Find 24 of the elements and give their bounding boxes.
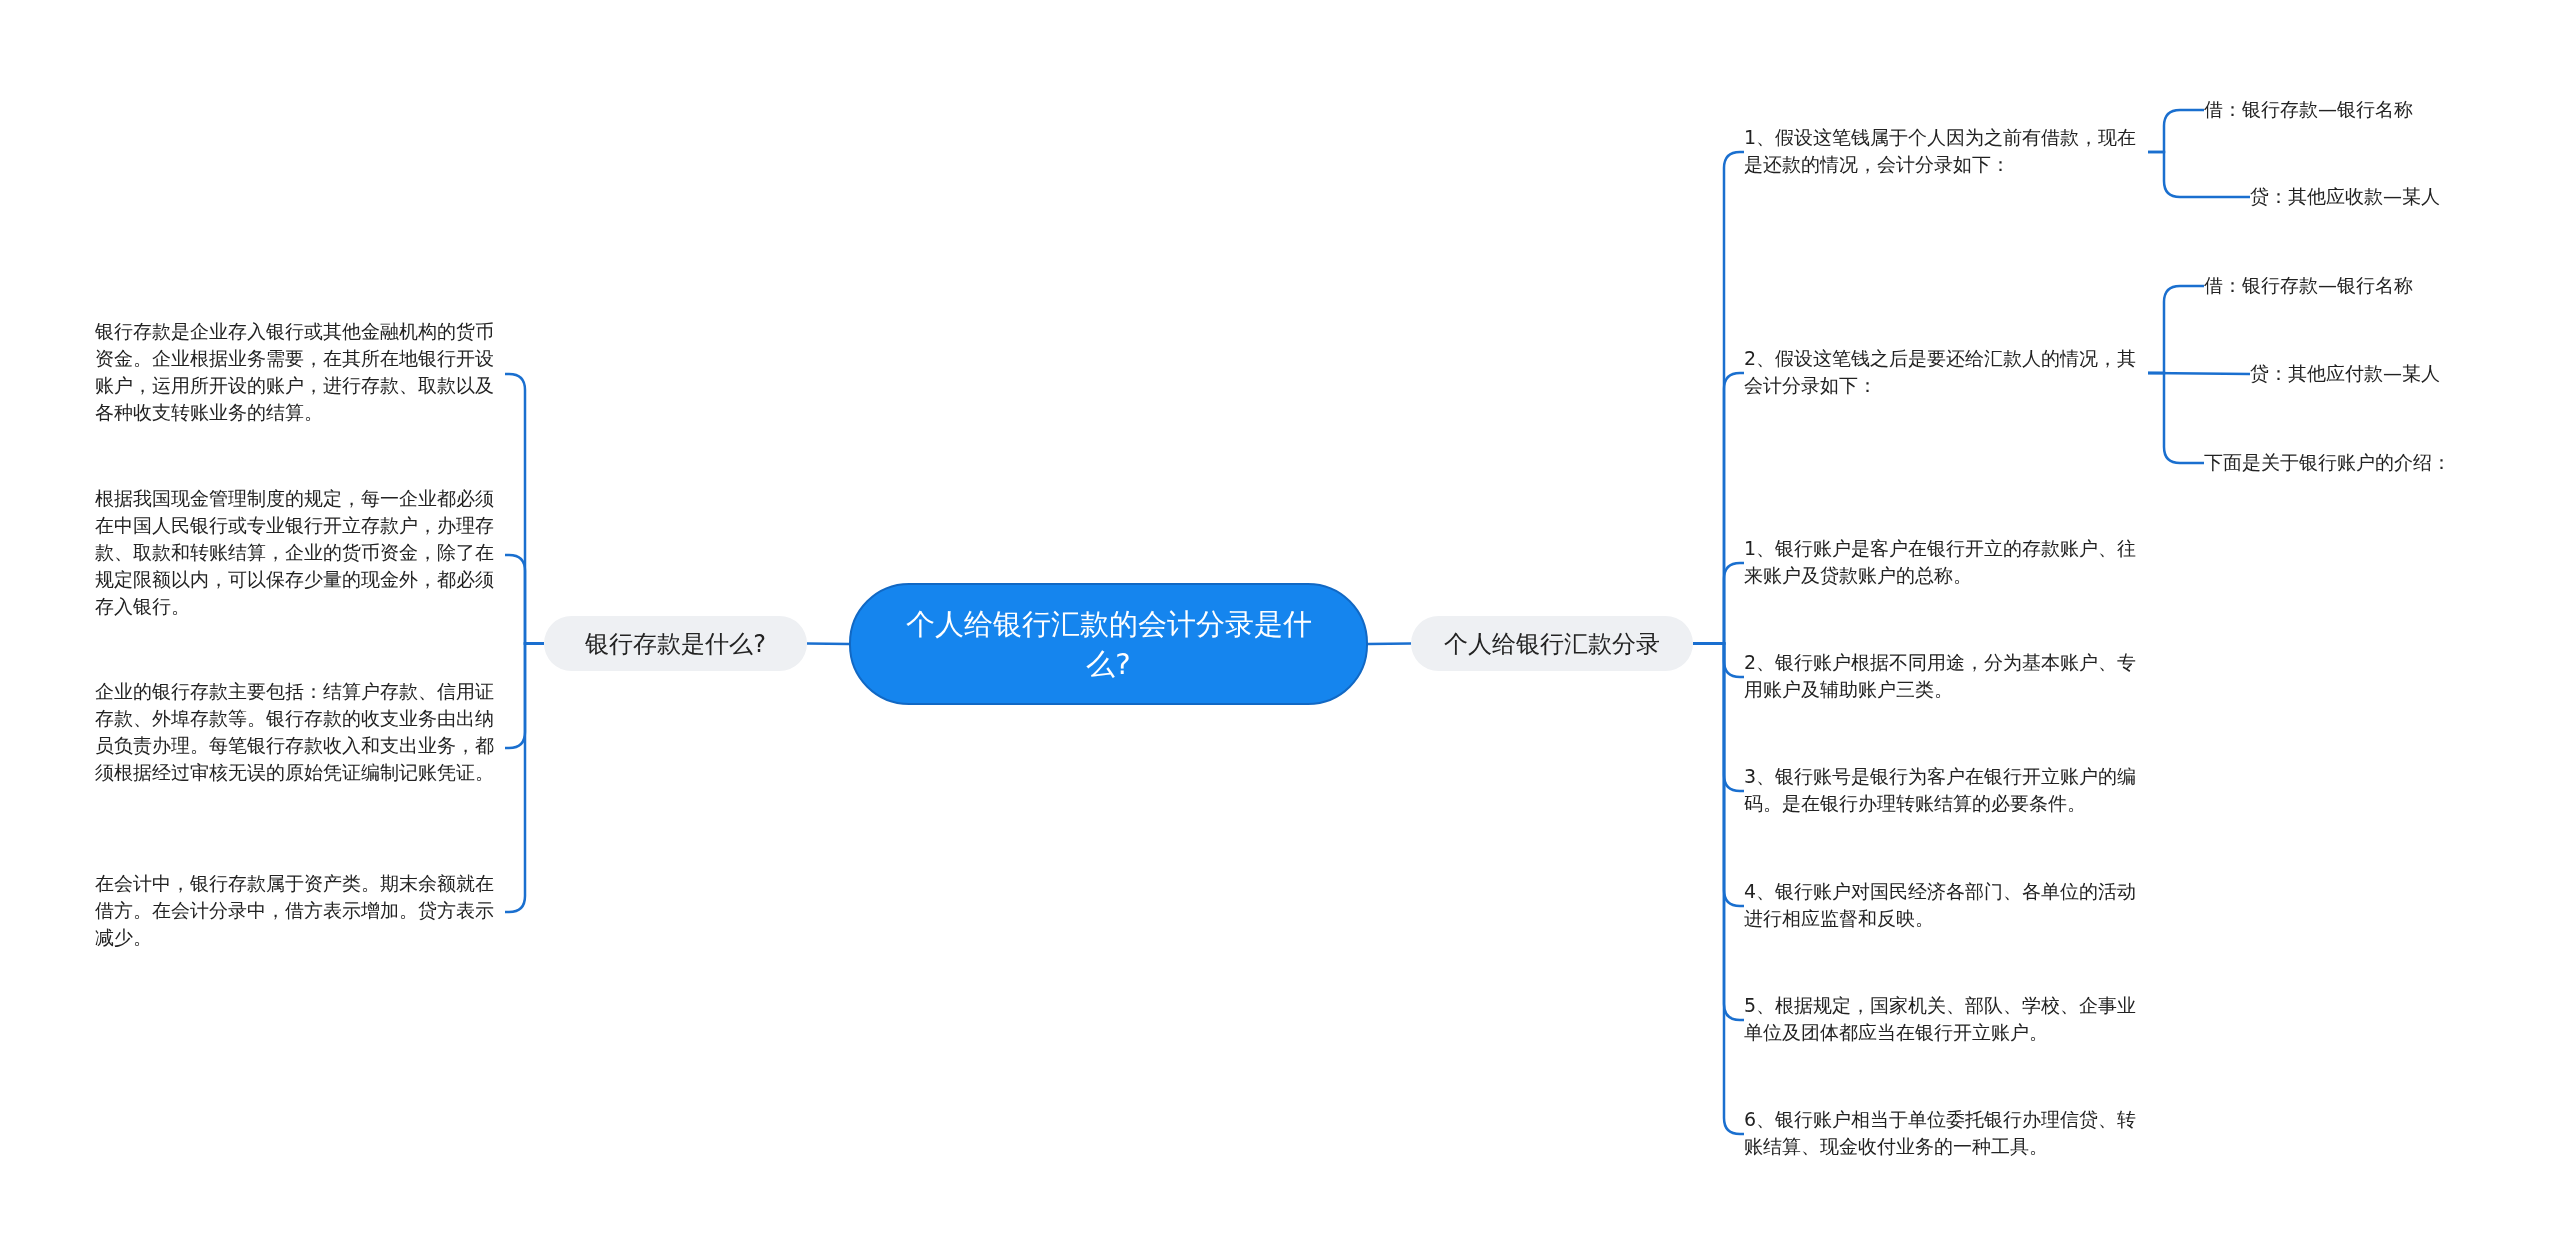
subtopic-text: 根据我国现金管理制度的规定，每一企业都必须在中国人民银行或专业银行开立存款户，办理存款、取款和转账结算，企业的货币资金，除了在规定限额以内，可以保存少量的现金外，都必须存入银行。 bbox=[95, 485, 505, 625]
subtopic-text: 在会计中，银行存款属于资产类。期末余额就在借方。在会计分录中，借方表示增加。贷方表示减少。 bbox=[95, 870, 505, 954]
topic-box: 银行存款是什么? bbox=[544, 616, 807, 671]
connector-line bbox=[1368, 642, 1411, 646]
subtopic-text: 3、银行账号是银行为客户在银行开立账户的编码。是在银行办理转账结算的必要条件。 bbox=[1744, 763, 2148, 819]
central-topic-box: 个人给银行汇款的会计分录是什么? bbox=[849, 583, 1368, 705]
subtopic-text: 1、假设这笔钱属于个人因为之前有借款，现在是还款的情况，会计分录如下： bbox=[1744, 124, 2148, 180]
subtopic-text: 5、根据规定，国家机关、部队、学校、企事业单位及团体都应当在银行开立账户。 bbox=[1744, 992, 2148, 1048]
subtopic-text: 2、银行账户根据不同用途，分为基本账户、专用账户及辅助账户三类。 bbox=[1744, 649, 2148, 705]
subtopic-text: 6、银行账户相当于单位委托银行办理信贷、转账结算、现金收付业务的一种工具。 bbox=[1744, 1106, 2148, 1162]
subtopic-text: 企业的银行存款主要包括：结算户存款、信用证存款、外埠存款等。银行存款的收支业务由出纳员负责办理。每笔银行存款收入和支出业务，都须根据经过审核无误的原始凭证编制记账凭证。 bbox=[95, 678, 505, 818]
subtopic-text: 贷：其他应付款—某人 bbox=[2250, 360, 2470, 388]
subtopic-text: 贷：其他应收款—某人 bbox=[2250, 183, 2470, 211]
subtopic-text: 2、假设这笔钱之后是要还给汇款人的情况，其会计分录如下： bbox=[1744, 345, 2148, 401]
subtopic-text: 银行存款是企业存入银行或其他金融机构的货币资金。企业根据业务需要，在其所在地银行开设账户，运用所开设的账户，进行存款、取款以及各种收支转账业务的结算。 bbox=[95, 318, 505, 430]
subtopic-text: 借：银行存款—银行名称 bbox=[2204, 96, 2444, 124]
connector-line bbox=[2148, 150, 2250, 199]
connector-line bbox=[807, 642, 849, 646]
topic-box: 个人给银行汇款分录 bbox=[1411, 616, 1693, 671]
subtopic-text: 1、银行账户是客户在银行开立的存款账户、往来账户及贷款账户的总称。 bbox=[1744, 535, 2148, 591]
subtopic-text: 借：银行存款—银行名称 bbox=[2204, 272, 2444, 300]
subtopic-text: 4、银行账户对国民经济各部门、各单位的活动进行相应监督和反映。 bbox=[1744, 878, 2148, 934]
connector-line bbox=[2148, 371, 2204, 465]
subtopic-text: 下面是关于银行账户的介绍： bbox=[2204, 449, 2474, 477]
